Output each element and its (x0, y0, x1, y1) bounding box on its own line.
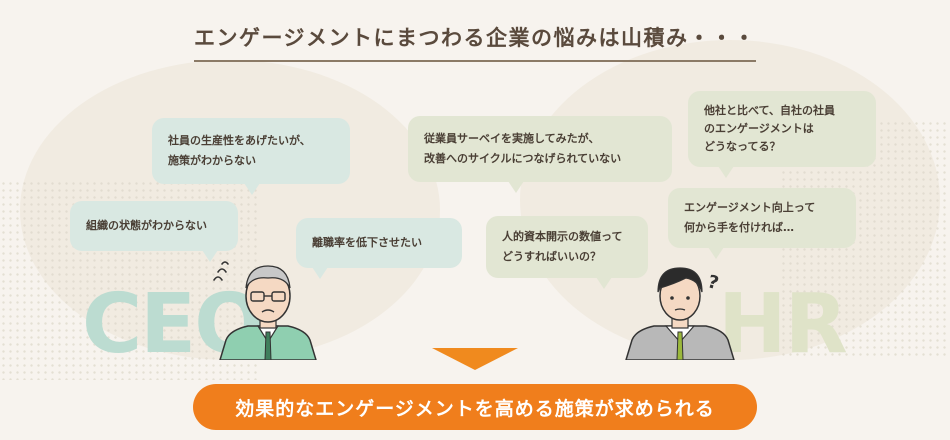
speech-bubble-ceo-1: 社員の生産性をあげたいが、 施策がわからない (152, 118, 350, 195)
page-title: エンゲージメントにまつわる企業の悩みは山積み・・・ (0, 22, 950, 62)
bubble-text-line: エンゲージメント向上って (684, 201, 816, 214)
speech-bubble-hr-3: エンゲージメント向上って 何から手を付ければ… (668, 188, 856, 259)
sweat-lines-icon (213, 261, 229, 281)
bubble-text-line: 組織の状態がわからない (86, 219, 207, 232)
ceo-illustration (213, 261, 317, 360)
speech-bubble-hr-2: 他社と比べて、自社の社員 のエンゲージメントは どうなってる？ (688, 91, 876, 178)
question-mark-icon: ? (705, 271, 721, 294)
bubble-text-line: 社員の生産性をあげたいが、 (168, 134, 311, 147)
down-arrow-icon (432, 348, 518, 370)
bubble-text-line: どうすればいいの？ (502, 250, 601, 263)
bubble-text-line: 離職率を低下させたい (312, 236, 422, 249)
bubble-text-line: どうなってる？ (704, 140, 781, 153)
bubble-text-line: 改善へのサイクルにつなげられていない (424, 152, 622, 165)
bubble-text-line: のエンゲージメントは (704, 122, 814, 135)
hr-label: HR (718, 277, 848, 372)
speech-bubble-hr-4: 人的資本開示の数値って どうすればいいの？ (486, 216, 648, 289)
bubble-text-line: 他社と比べて、自社の社員 (704, 104, 836, 117)
speech-bubble-hr-1: 従業員サーベイを実施してみたが、 改善へのサイクルにつなげられていない (408, 116, 672, 193)
bubble-text-line: 施策がわからない (168, 154, 256, 167)
speech-bubble-ceo-2: 組織の状態がわからない (70, 201, 238, 262)
bubble-text-line: 何から手を付ければ… (684, 221, 794, 234)
cta-banner: 効果的なエンゲージメントを高める施策が求められる (193, 384, 757, 430)
bubble-text-line: 従業員サーベイを実施してみたが、 (424, 132, 600, 145)
bubble-text-line: 人的資本開示の数値って (502, 230, 623, 243)
hr-illustration: ? (625, 267, 735, 360)
speech-bubble-ceo-3: 離職率を低下させたい (296, 218, 462, 279)
